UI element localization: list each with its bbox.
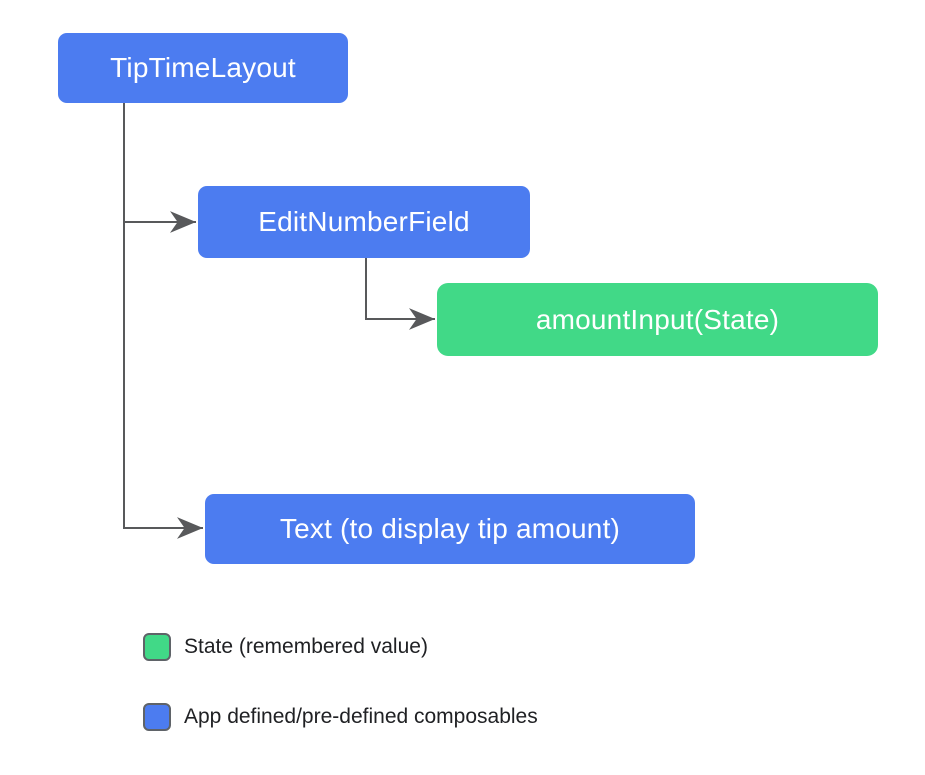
node-edit-number-field: EditNumberField	[198, 186, 530, 258]
node-tip-time-layout-label: TipTimeLayout	[110, 52, 296, 83]
node-edit-number-field-label: EditNumberField	[258, 206, 470, 237]
legend-item-composables-label: App defined/pre-defined composables	[184, 705, 538, 728]
node-text-display-tip-amount: Text (to display tip amount)	[205, 494, 695, 564]
legend-item-state-label: State (remembered value)	[184, 635, 428, 658]
legend-item-composables: App defined/pre-defined composables	[143, 703, 538, 731]
state-color-swatch-icon	[143, 633, 171, 661]
connector-editnumberfield-to-amountinput	[365, 257, 435, 330]
connector-tiptimelayout-to-text	[123, 103, 203, 539]
composable-color-swatch-icon	[143, 703, 171, 731]
node-amount-input-state-label: amountInput(State)	[535, 303, 780, 335]
node-text-display-tip-amount-label: Text (to display tip amount)	[279, 513, 621, 544]
node-tip-time-layout: TipTimeLayout	[58, 33, 348, 103]
legend-item-state: State (remembered value)	[143, 633, 428, 661]
node-amount-input-state: amountInput(State)	[437, 283, 878, 356]
